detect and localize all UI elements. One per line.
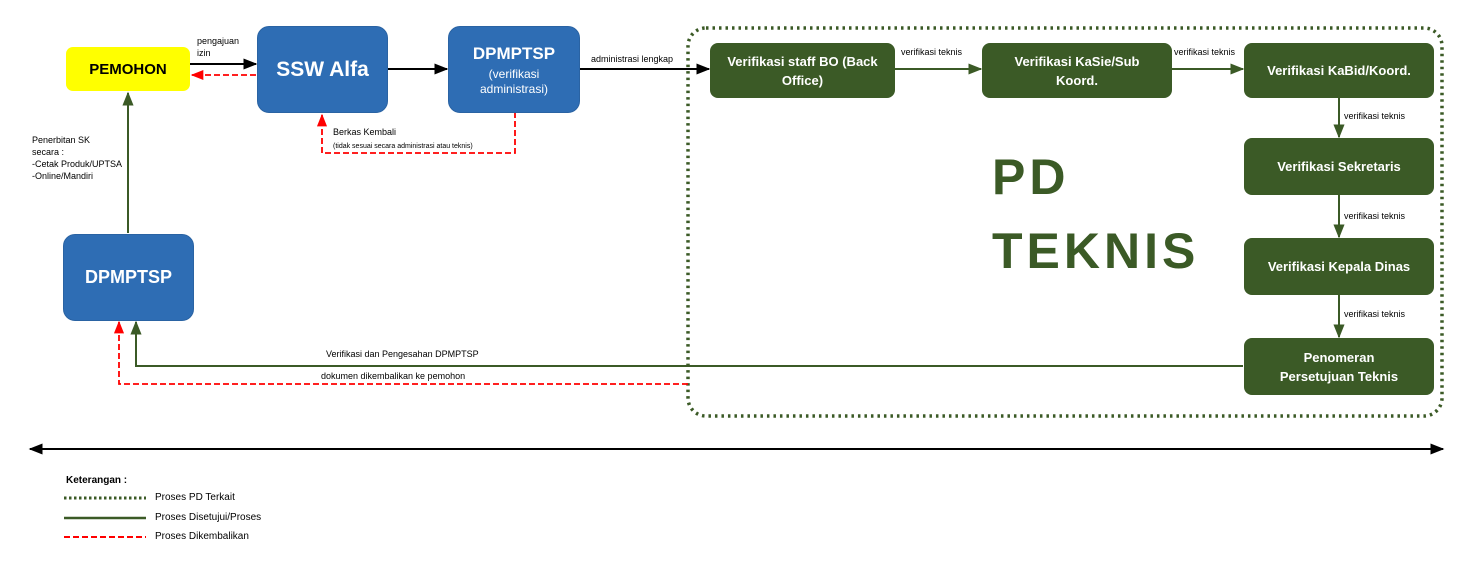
arrow-penomeran-to-dpmptsp: [130, 320, 1243, 367]
legend-item-disetujui: Proses Disetujui/Proses: [155, 512, 262, 523]
pemohon-node: PEMOHON: [66, 47, 190, 91]
legend-item-pd-terkait: Proses PD Terkait: [155, 492, 235, 503]
verif-kabid-node: Verifikasi KaBid/Koord.: [1244, 43, 1434, 98]
verif-kasie-line1: Verifikasi KaSie/Sub: [1014, 53, 1140, 69]
label-berkas-kembali-note: (tidak sesuai secara administrasi atau t…: [333, 143, 473, 150]
penomeran-node: Penomeran Persetujuan Teknis: [1244, 338, 1434, 395]
verif-kasie-node: Verifikasi KaSie/Sub Koord.: [982, 43, 1172, 98]
arrow-berkas-kembali: [316, 112, 516, 154]
penomeran-line1: Penomeran: [1303, 349, 1375, 365]
label-verifikasi-teknis-3: verifikasi teknis: [1344, 111, 1406, 121]
verif-kabid-label: Verifikasi KaBid/Koord.: [1267, 63, 1411, 78]
verif-staff-bo-node: Verifikasi staff BO (Back Office): [710, 43, 895, 98]
legend-title: Keterangan :: [66, 475, 128, 486]
dpmptsp-main-label: DPMPTSP: [84, 267, 172, 287]
label-penerbitan-line3: -Cetak Produk/UPTSA: [32, 159, 123, 169]
verif-kasie-line2: Koord.: [1056, 72, 1098, 88]
verif-sekretaris-label: Verifikasi Sekretaris: [1277, 159, 1401, 174]
label-dokumen-dikembalikan: dokumen dikembalikan ke pemohon: [321, 371, 466, 381]
pd-teknis-region-border: [686, 26, 1444, 418]
label-verifikasi-teknis-5: verifikasi teknis: [1344, 309, 1406, 319]
ssw-alfa-label: SSW Alfa: [276, 57, 369, 81]
pd-teknis-title-line2: TEKNIS: [992, 223, 1200, 279]
label-administrasi-lengkap: administrasi lengkap: [591, 54, 674, 64]
dpmptsp-admin-node: DPMPTSP (verifikasi administrasi): [448, 26, 580, 113]
label-verifikasi-teknis-4: verifikasi teknis: [1344, 211, 1406, 221]
verif-kadis-node: Verifikasi Kepala Dinas: [1244, 238, 1434, 295]
verif-sekretaris-node: Verifikasi Sekretaris: [1244, 138, 1434, 195]
label-penerbitan-line4: -Online/Mandiri: [32, 171, 94, 181]
penomeran-line2: Persetujuan Teknis: [1279, 368, 1399, 384]
dpmptsp-admin-sub1: (verifikasi: [488, 66, 540, 81]
legend-item-dikembalikan: Proses Dikembalikan: [155, 531, 249, 542]
pemohon-label: PEMOHON: [89, 60, 167, 78]
label-verifikasi-teknis-1: verifikasi teknis: [901, 47, 963, 57]
label-verif-pengesahan: Verifikasi dan Pengesahan DPMPTSP: [326, 349, 479, 359]
label-pengajuan-line1: pengajuan: [197, 36, 240, 46]
dpmptsp-admin-sub2: administrasi): [479, 81, 548, 96]
verif-staff-bo-line2: Office): [781, 72, 824, 88]
label-pengajuan-line2: izin: [197, 48, 211, 58]
ssw-alfa-node: SSW Alfa: [257, 26, 388, 113]
dpmptsp-main-node: DPMPTSP: [63, 234, 194, 321]
label-verifikasi-teknis-2: verifikasi teknis: [1174, 47, 1236, 57]
label-penerbitan-line1: Penerbitan SK: [32, 135, 91, 145]
label-berkas-kembali: Berkas Kembali: [333, 127, 397, 137]
label-penerbitan-line2: secara :: [32, 147, 65, 157]
pd-teknis-title-line1: PD: [992, 149, 1070, 205]
arrow-dokumen-dikembalikan: [113, 320, 688, 385]
dpmptsp-admin-title: DPMPTSP: [472, 43, 556, 63]
verif-kadis-label: Verifikasi Kepala Dinas: [1267, 259, 1411, 274]
verif-staff-bo-line1: Verifikasi staff BO (Back: [727, 53, 878, 69]
